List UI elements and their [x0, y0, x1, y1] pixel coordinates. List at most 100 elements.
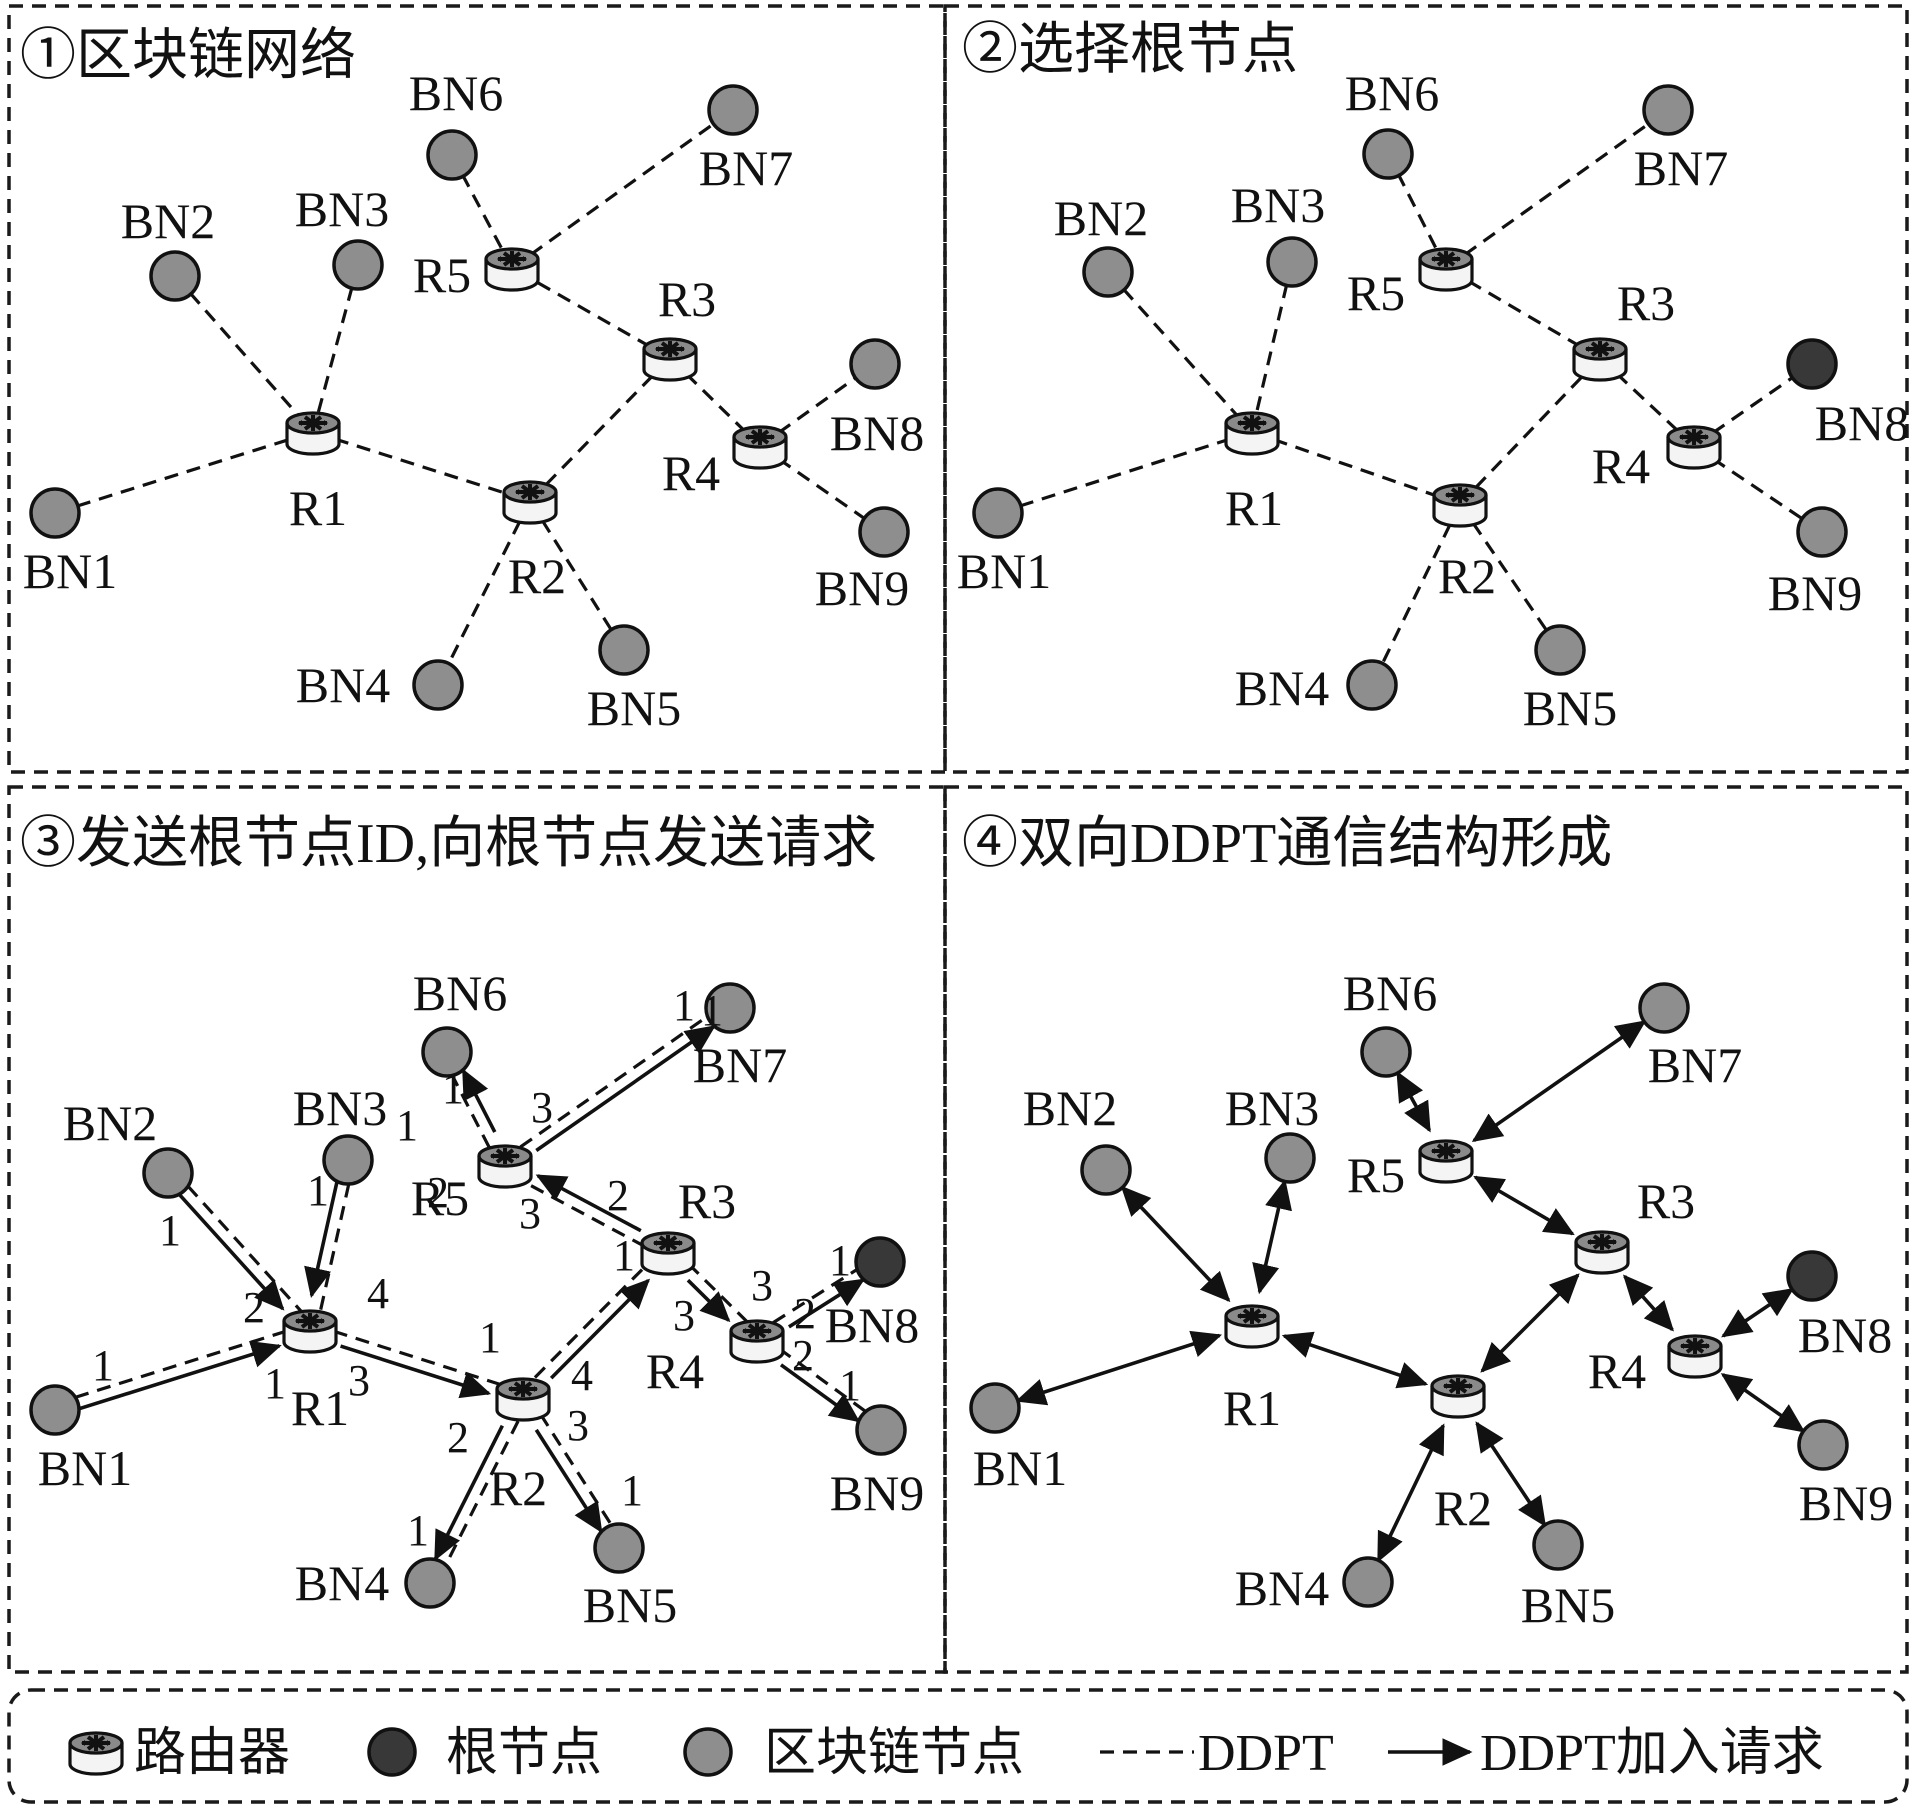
root-node-icon	[367, 1727, 417, 1777]
node-label-BN9: BN9	[830, 1465, 924, 1521]
step-number: 3	[348, 1356, 370, 1405]
panel-2-title: ②选择根节点	[962, 19, 1298, 81]
step-number: 3	[519, 1189, 541, 1238]
blockchain-node-icon	[322, 1134, 374, 1186]
step-number: 1	[396, 1101, 418, 1150]
step-number: 1	[829, 1236, 851, 1285]
blockchain-node-icon	[412, 659, 464, 711]
blockchain-node-icon	[1360, 1026, 1412, 1078]
ddpt-bidirectional-link-R2-BN4	[1376, 1423, 1445, 1563]
node-label-R2: R2	[1438, 548, 1496, 604]
router-icon	[1224, 411, 1280, 456]
blockchain-node-icon	[1797, 1419, 1849, 1471]
ddpt-link-BN1-R1	[997, 430, 1253, 515]
ddpt-link-BN2-R1	[171, 1167, 316, 1328]
step-number: 1	[407, 1506, 429, 1555]
step-number: 1	[621, 1466, 643, 1515]
step-number: 3	[751, 1261, 773, 1310]
step-number: 2	[427, 1168, 449, 1217]
router-icon	[282, 1309, 338, 1354]
blockchain-node-icon	[1642, 84, 1694, 136]
node-label-R4: R4	[646, 1343, 704, 1399]
blockchain-node-icon	[855, 1404, 907, 1456]
node-label-BN3: BN3	[295, 181, 389, 237]
step-number: 2	[243, 1283, 265, 1332]
ddpt-link-R2-R3	[528, 356, 672, 503]
blockchain-node-icon	[849, 338, 901, 390]
panel-1-title: ①区块链网络	[20, 25, 356, 87]
step-number: 1	[479, 1313, 501, 1362]
step-number: 4	[367, 1269, 389, 1318]
blockchain-node-icon	[1362, 128, 1414, 180]
ddpt-bidirectional-link-R4-BN9	[1720, 1373, 1806, 1433]
router-icon	[484, 247, 540, 292]
step-number: 1	[673, 981, 695, 1030]
router-icon	[1418, 1139, 1474, 1184]
blockchain-node-icon	[149, 250, 201, 302]
router-icon	[1432, 483, 1488, 528]
node-label-R4: R4	[1588, 1343, 1646, 1399]
node-label-R4: R4	[1592, 438, 1650, 494]
legend-request-label: DDPT加入请求	[1480, 1725, 1824, 1782]
node-label-BN6: BN6	[409, 65, 503, 121]
blockchain-node-icon	[858, 506, 910, 558]
root-node-icon	[854, 1236, 906, 1288]
step-number: 2	[792, 1331, 814, 1380]
blockchain-node-icon	[707, 84, 759, 136]
join-request-arrow-BN2-R1	[178, 1193, 285, 1311]
legend-blockchain-label: 区块链节点	[764, 1725, 1024, 1782]
blockchain-node-icon	[1796, 506, 1848, 558]
ddpt-link-BN3-R1	[314, 1160, 356, 1332]
ddpt-bidirectional-link-BN2-R1	[1120, 1185, 1231, 1303]
ddpt-bidirectional-link-R2-BN5	[1475, 1421, 1547, 1528]
blockchain-node-icon	[598, 624, 650, 676]
node-label-R5: R5	[411, 1170, 469, 1226]
node-label-BN9: BN9	[1768, 565, 1862, 621]
step-number: 1	[613, 1231, 635, 1280]
node-label-R2: R2	[1434, 1480, 1492, 1536]
blockchain-node-icon	[332, 239, 384, 291]
step-number: 2	[607, 1171, 629, 1220]
node-label-BN6: BN6	[413, 965, 507, 1021]
node-label-BN9: BN9	[815, 560, 909, 616]
node-label-BN4: BN4	[296, 657, 390, 713]
join-request-arrow-R2-BN4	[433, 1424, 504, 1562]
join-request-arrow-R5-BN6	[461, 1068, 497, 1133]
ddpt-link-R1-R2	[1251, 430, 1461, 506]
ddpt-bidirectional-link-R3-R4	[1622, 1274, 1675, 1332]
node-label-BN2: BN2	[63, 1095, 157, 1151]
node-label-BN4: BN4	[295, 1555, 389, 1611]
ddpt-link-R2-BN4	[1370, 503, 1462, 686]
panel-4-title: ④双向DDPT通信结构形成	[962, 813, 1612, 875]
node-label-R3: R3	[678, 1173, 736, 1229]
blockchain-node-icon	[1342, 1556, 1394, 1608]
node-label-BN6: BN6	[1345, 65, 1439, 121]
node-label-BN1: BN1	[38, 1440, 132, 1496]
ddpt-link-BN2-R1	[1106, 270, 1254, 434]
ddpt-bidirectional-link-R4-BN8	[1721, 1287, 1795, 1338]
step-number: 4	[571, 1351, 593, 1400]
step-number: 3	[567, 1401, 589, 1450]
router-icon	[1666, 425, 1722, 470]
node-label-R2: R2	[489, 1460, 547, 1516]
legend: 路由器 根节点 区块链节点 DDPT DDPT加入请求	[7, 1688, 1909, 1804]
blockchain-node-icon	[426, 129, 478, 181]
node-label-BN5: BN5	[1523, 680, 1617, 736]
step-number: 1	[839, 1361, 861, 1410]
router-icon	[1224, 1304, 1280, 1349]
node-label-R3: R3	[1617, 275, 1675, 331]
blockchain-node-icon	[593, 1522, 645, 1574]
router-icon	[285, 411, 341, 456]
node-label-R1: R1	[1223, 1380, 1281, 1436]
node-label-R1: R1	[291, 1380, 349, 1436]
node-label-R3: R3	[658, 271, 716, 327]
ddpt-link-R3-R5	[501, 1168, 666, 1259]
node-label-R5: R5	[1347, 1147, 1405, 1203]
step-number: 1	[92, 1341, 114, 1390]
node-label-BN1: BN1	[973, 1440, 1067, 1496]
ddpt-bidirectional-link-R2-R3	[1480, 1273, 1580, 1373]
step-number: 1	[307, 1166, 329, 1215]
panel-4-frame	[943, 785, 1909, 1674]
